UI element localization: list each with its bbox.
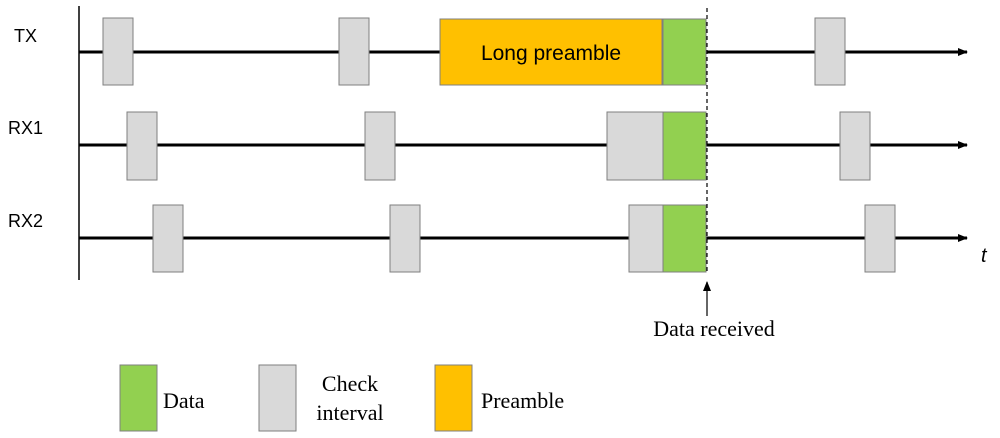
legend-data-swatch <box>119 364 158 432</box>
row-label-rx2: RX2 <box>8 211 43 231</box>
legend: Data Check interval Preamble <box>119 364 564 432</box>
rx2-check-interval <box>864 204 896 273</box>
time-axis-label: t <box>981 245 988 267</box>
row-label-tx: TX <box>14 26 37 46</box>
tx-long-preamble <box>439 18 663 86</box>
rx2-check-interval <box>152 204 184 273</box>
tx-data-block <box>662 18 707 86</box>
tx-check-interval <box>102 17 134 86</box>
rx1-check-interval <box>126 111 158 181</box>
tx-check-interval <box>338 17 370 86</box>
rx1-data-block <box>662 111 707 181</box>
rx2-check-interval <box>389 204 421 273</box>
row-label-rx1: RX1 <box>8 118 43 138</box>
legend-check-label-line2: interval <box>316 400 383 425</box>
data-received-label: Data received <box>653 316 775 341</box>
rx2-check-interval <box>628 204 664 273</box>
legend-check-label-line1: Check <box>322 371 378 396</box>
rx1-check-interval <box>839 111 871 181</box>
legend-data-label: Data <box>163 388 205 413</box>
rx2-data-block <box>662 204 707 273</box>
legend-preamble-label: Preamble <box>481 388 564 413</box>
rx1-check-interval <box>606 111 664 181</box>
rx1-check-interval <box>364 111 396 181</box>
tx-check-interval <box>814 17 846 86</box>
legend-preamble-swatch <box>434 364 473 432</box>
legend-check-swatch <box>258 364 297 432</box>
long-preamble-label: Long preamble <box>481 42 621 65</box>
